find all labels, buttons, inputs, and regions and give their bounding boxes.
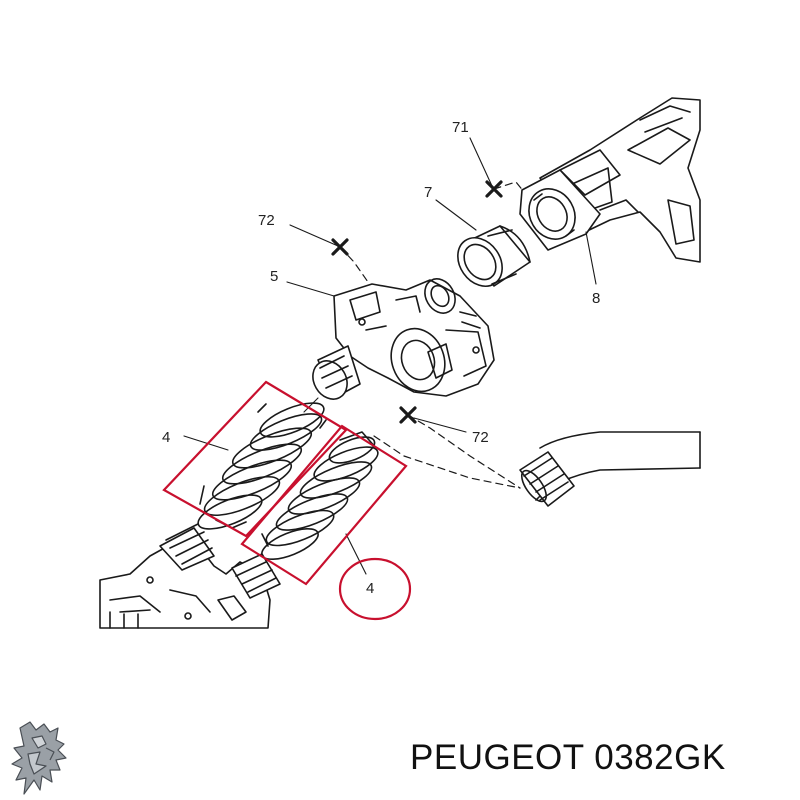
callout-4-circled: 4 (366, 580, 374, 597)
assembly-dash-lines (339, 181, 525, 489)
highlight-marks (162, 380, 412, 621)
bellows-hose-right (261, 431, 379, 560)
lower-manifold (99, 523, 281, 629)
callout-7: 7 (424, 184, 432, 201)
callout-72-right: 72 (472, 429, 489, 446)
highlight-circle-4 (338, 557, 412, 621)
callout-5: 5 (270, 268, 278, 285)
part-number: 0382GK (594, 738, 726, 777)
leader-lines (183, 137, 597, 575)
callout-8: 8 (592, 290, 600, 307)
peugeot-lion-logo-icon (11, 721, 67, 795)
throttle-body-5 (333, 278, 495, 397)
highlight-box-left (162, 380, 348, 538)
highlight-box-right (240, 424, 408, 586)
air-duct-lower-right (519, 431, 701, 507)
throttle-inlet-neck (312, 345, 361, 400)
seal-ring-7 (457, 225, 531, 287)
part-caption: PEUGEOT 0382GK (410, 738, 726, 778)
brand-name: PEUGEOT (410, 738, 585, 777)
callout-4-left: 4 (162, 429, 170, 446)
callout-71: 71 (452, 119, 469, 136)
callout-72-top: 72 (258, 212, 275, 229)
callout-labels: 71 7 72 5 8 4 72 4 (162, 119, 600, 597)
